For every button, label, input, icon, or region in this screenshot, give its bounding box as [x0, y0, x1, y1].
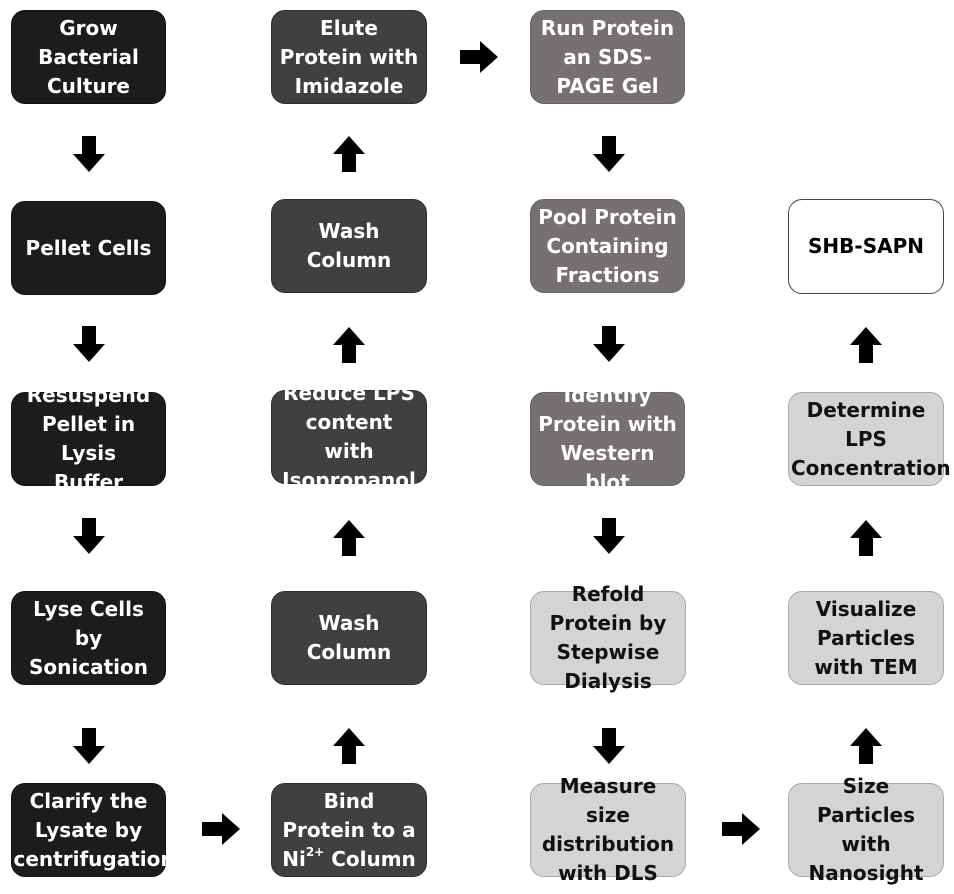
step-refold-protein: Refold Protein by Stepwise Dialysis	[530, 582, 686, 693]
bind-protein-text: Bind Protein to a Ni	[282, 788, 416, 871]
arrow-down-icon	[593, 326, 625, 362]
step-size-nanosight-label: Size Particles with Nanosight	[808, 774, 924, 885]
step-reduce-lps-label: Reduce LPS content with Isopropanol	[282, 381, 416, 492]
step-grow-culture-label: Grow Bacterial Culture	[38, 15, 139, 98]
arrow-up-icon	[333, 136, 365, 172]
step-pool-fractions: Pool Protein Containing Fractions	[530, 199, 685, 293]
arrow-right-icon	[722, 813, 760, 845]
step-size-nanosight: Size Particles with Nanosight	[788, 774, 944, 885]
step-elute-protein-label: Elute Protein with Imidazole	[279, 15, 419, 98]
step-lyse-cells-label: Lyse Cells by Sonication	[29, 596, 148, 679]
step-visualize-tem-label: Visualize Particles with TEM	[814, 596, 918, 679]
step-elute-protein: Elute Protein with Imidazole	[271, 10, 427, 104]
arrow-down-icon	[593, 518, 625, 554]
arrow-up-icon	[333, 327, 365, 363]
step-sds-page: Run Protein an SDS-PAGE Gel	[530, 10, 685, 104]
arrow-down-icon	[73, 518, 105, 554]
step-wash-column-lower: Wash Column	[271, 591, 427, 685]
arrow-down-icon	[73, 326, 105, 362]
step-determine-lps-label: Determine LPS Concentration	[791, 397, 951, 480]
step-grow-culture: Grow Bacterial Culture	[11, 10, 166, 104]
step-bind-protein: Bind Protein to a Ni2+ Column	[271, 783, 427, 877]
step-reduce-lps: Reduce LPS content with Isopropanol	[271, 381, 427, 492]
arrow-up-icon	[850, 327, 882, 363]
step-resuspend-pellet: Resuspend Pellet in Lysis Buffer	[11, 383, 166, 494]
arrow-right-icon	[202, 813, 240, 845]
arrow-down-icon	[593, 728, 625, 764]
step-wash-column-upper-label: Wash Column	[306, 219, 392, 272]
step-final-product-label: SHB-SAPN	[808, 234, 924, 258]
arrow-up-icon	[333, 520, 365, 556]
step-western-blot-label: Identify Protein with Western blot	[538, 383, 677, 494]
step-clarify-lysate-label: Clarify the Lysate by centrifugation	[13, 788, 175, 871]
step-final-product: SHB-SAPN	[788, 199, 944, 294]
arrow-down-icon	[73, 728, 105, 764]
step-pool-fractions-label: Pool Protein Containing Fractions	[538, 204, 677, 287]
nickel-charge-superscript: 2+	[305, 844, 325, 859]
arrow-down-icon	[593, 136, 625, 172]
step-visualize-tem: Visualize Particles with TEM	[788, 591, 944, 685]
step-western-blot: Identify Protein with Western blot	[530, 383, 685, 494]
arrow-up-icon	[850, 520, 882, 556]
step-measure-dls: Measure size distribution with DLS	[530, 774, 686, 885]
arrow-up-icon	[850, 728, 882, 764]
step-pellet-cells-label: Pellet Cells	[25, 235, 152, 260]
step-wash-column-upper: Wash Column	[271, 199, 427, 293]
step-pellet-cells: Pellet Cells	[11, 201, 166, 295]
step-clarify-lysate: Clarify the Lysate by centrifugation	[11, 783, 175, 877]
arrow-up-icon	[333, 728, 365, 764]
bind-protein-column-text: Column	[331, 846, 416, 871]
step-sds-page-label: Run Protein an SDS-PAGE Gel	[540, 15, 675, 98]
step-bind-protein-label: Bind Protein to a Ni2+ Column	[279, 787, 419, 874]
step-wash-column-lower-label: Wash Column	[306, 611, 392, 664]
arrow-down-icon	[73, 136, 105, 172]
step-determine-lps: Determine LPS Concentration	[788, 392, 951, 486]
arrow-right-icon	[460, 41, 498, 73]
step-resuspend-pellet-label: Resuspend Pellet in Lysis Buffer	[26, 383, 151, 494]
step-lyse-cells: Lyse Cells by Sonication	[11, 591, 166, 685]
step-measure-dls-label: Measure size distribution with DLS	[541, 774, 675, 885]
step-refold-protein-label: Refold Protein by Stepwise Dialysis	[549, 582, 667, 693]
